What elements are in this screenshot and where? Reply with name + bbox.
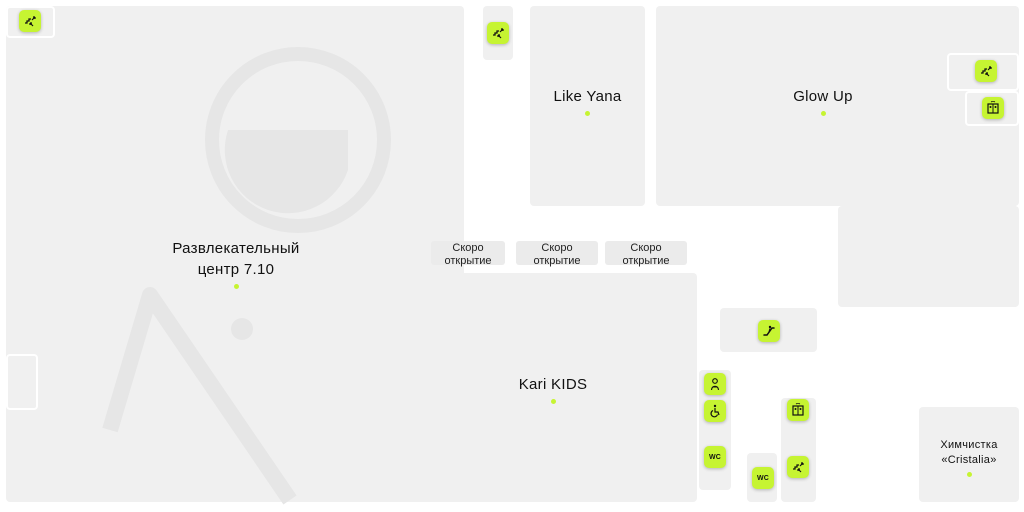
escalator-icon[interactable] xyxy=(758,320,780,342)
entertainment-line1: Развлекательный xyxy=(172,240,300,257)
stairs-right-room xyxy=(947,53,1019,91)
store-label-kari-kids: Kari KIDS xyxy=(470,374,636,404)
glow-up-room[interactable] xyxy=(656,6,1019,206)
wc-label: WC xyxy=(708,453,722,461)
kari-kids-room[interactable] xyxy=(410,273,697,502)
store-marker-dot xyxy=(550,399,556,404)
wc-icon[interactable]: WC xyxy=(752,467,774,489)
right-wing-room[interactable] xyxy=(838,206,1019,307)
wc-icon[interactable]: WC xyxy=(704,446,726,468)
kari-kids-name: Kari KIDS xyxy=(518,376,588,393)
wheelchair-icon[interactable] xyxy=(704,400,726,422)
baby-room-icon[interactable] xyxy=(704,373,726,395)
store-label-glow-up: Glow Up xyxy=(740,86,906,116)
store-marker-dot xyxy=(585,111,590,116)
like-yana-name: Like Yana xyxy=(553,88,622,105)
elevator-icon[interactable] xyxy=(787,399,809,421)
store-label-like-yana: Like Yana xyxy=(530,86,645,116)
store-label-entertainment: Развлекательный центр 7.10 xyxy=(130,238,342,289)
entertainment-line2: центр 7.10 xyxy=(197,261,275,278)
coming-soon-badge[interactable]: Скоро открытие xyxy=(605,241,687,267)
coming-soon-badge[interactable]: Скоро открытие xyxy=(516,241,598,267)
like-yana-room[interactable] xyxy=(530,6,645,206)
store-label-cleaning: Химчистка «Cristalia» xyxy=(919,438,1019,477)
elevator-icon[interactable] xyxy=(982,97,1004,119)
stairs-icon[interactable] xyxy=(787,456,809,478)
cleaning-line1: Химчистка xyxy=(940,439,998,451)
store-marker-dot xyxy=(966,472,972,477)
store-marker-dot xyxy=(820,111,826,116)
stairs-icon[interactable] xyxy=(487,22,509,44)
stairs-icon[interactable] xyxy=(19,10,41,32)
side-alcove-room xyxy=(6,354,38,410)
cleaning-line2: «Cristalia» xyxy=(941,454,997,466)
store-marker-dot xyxy=(233,284,239,289)
glow-up-name: Glow Up xyxy=(793,88,853,105)
stairs-icon[interactable] xyxy=(975,60,997,82)
wc-label: WC xyxy=(756,474,770,482)
coming-soon-badge[interactable]: Скоро открытие xyxy=(431,241,505,267)
cleaning-room[interactable] xyxy=(919,407,1019,502)
